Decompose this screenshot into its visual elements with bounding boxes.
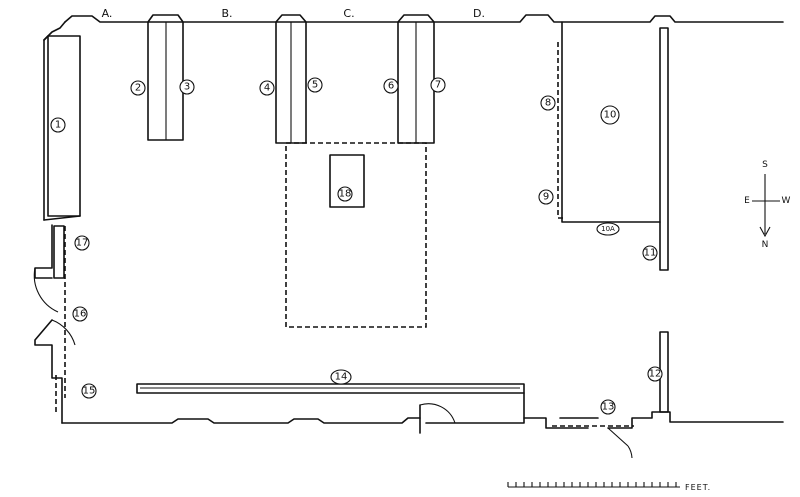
case-18 <box>329 154 365 208</box>
label-13: 13 <box>602 402 615 413</box>
column-header-a: A. <box>102 7 113 20</box>
case-labels: 1 2 3 4 5 6 7 8 10 9 10A 11 17 16 15 14 … <box>50 77 663 415</box>
label-1: 1 <box>55 120 61 131</box>
label-7: 7 <box>435 80 441 91</box>
label-14: 14 <box>335 372 348 383</box>
scale-bar: FEET. <box>507 482 711 492</box>
case-14 <box>136 383 525 394</box>
label-9: 9 <box>543 192 549 203</box>
case-17 <box>53 225 65 279</box>
scale-ticks <box>507 482 677 487</box>
label-2: 2 <box>135 83 141 94</box>
label-16: 16 <box>74 309 87 320</box>
doors <box>33 267 633 459</box>
label-15: 15 <box>83 386 96 397</box>
label-10a: 10A <box>601 225 615 233</box>
label-8: 8 <box>545 98 551 109</box>
case-10 <box>561 21 669 271</box>
column-headers: A. B. C. D. <box>102 7 485 20</box>
scale-unit: FEET. <box>685 483 711 492</box>
label-18: 18 <box>339 189 352 200</box>
case-1 <box>43 35 81 221</box>
label-17: 17 <box>76 238 89 249</box>
dashed-regions <box>55 42 634 427</box>
label-6: 6 <box>388 81 394 92</box>
label-3: 3 <box>184 82 190 93</box>
label-10: 10 <box>604 110 617 121</box>
column-header-d: D. <box>473 7 485 20</box>
compass-rose: S E W N <box>744 160 790 250</box>
column-header-c: C. <box>343 7 354 20</box>
label-11: 11 <box>644 248 657 259</box>
compass-s: S <box>762 160 768 170</box>
compass-e: E <box>744 196 750 206</box>
label-4: 4 <box>264 83 270 94</box>
label-5: 5 <box>312 80 318 91</box>
compass-n: N <box>762 240 769 250</box>
column-header-b: B. <box>221 7 232 20</box>
compass-w: W <box>782 196 791 206</box>
label-12: 12 <box>649 369 662 380</box>
